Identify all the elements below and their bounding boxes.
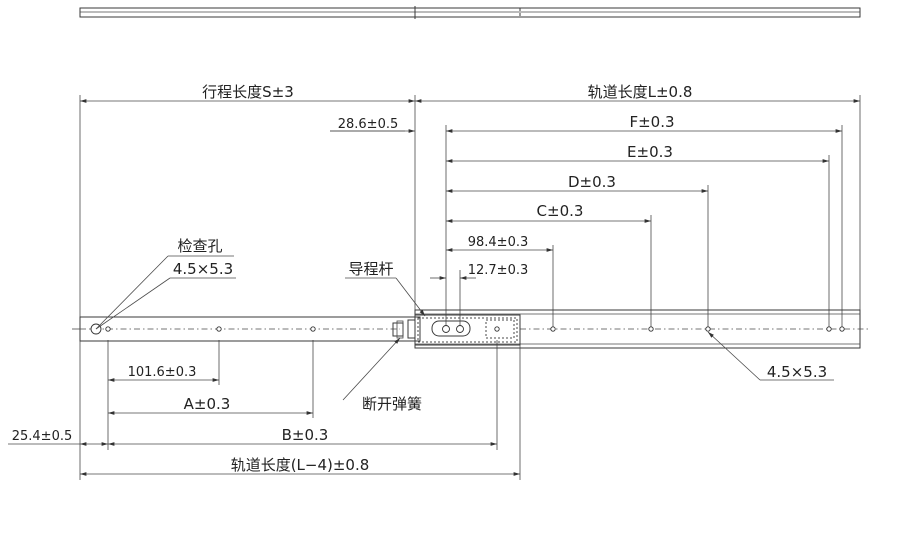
inner-rail (72, 316, 421, 342)
A-label: A±0.3 (184, 395, 231, 413)
inner-rail-length-label: 轨道长度(L−4)±0.8 (231, 456, 370, 474)
offset-28-label: 28.6±0.5 (338, 117, 399, 132)
leader-lines (95, 130, 834, 401)
F-label: F±0.3 (629, 113, 674, 131)
inspection-size-label: 4.5×5.3 (173, 260, 233, 278)
d12-label: 12.7±0.3 (468, 263, 529, 278)
d101-label: 101.6±0.3 (128, 365, 197, 380)
hole-size-right-label: 4.5×5.3 (767, 363, 827, 381)
dimension-labels: 行程长度S±3 轨道长度L±0.8 28.6±0.5 F±0.3 E±0.3 D… (12, 83, 827, 474)
C-label: C±0.3 (537, 202, 584, 220)
d25-label: 25.4±0.5 (12, 429, 73, 444)
middle-slider (407, 314, 521, 346)
dimension-lines (8, 99, 860, 476)
D-label: D±0.3 (568, 173, 616, 191)
d98-label: 98.4±0.3 (468, 235, 529, 250)
E-label: E±0.3 (627, 143, 673, 161)
stroke-label: 行程长度S±3 (202, 83, 294, 101)
guide-lever-label: 导程杆 (348, 260, 393, 278)
disconnect-spring-label: 断开弹簧 (362, 395, 422, 413)
inspection-hole-label: 检查孔 (177, 237, 222, 255)
top-view-rail (79, 6, 861, 19)
extension-lines (79, 95, 861, 480)
rail-length-label: 轨道长度L±0.8 (588, 83, 693, 101)
B-label: B±0.3 (282, 426, 329, 444)
